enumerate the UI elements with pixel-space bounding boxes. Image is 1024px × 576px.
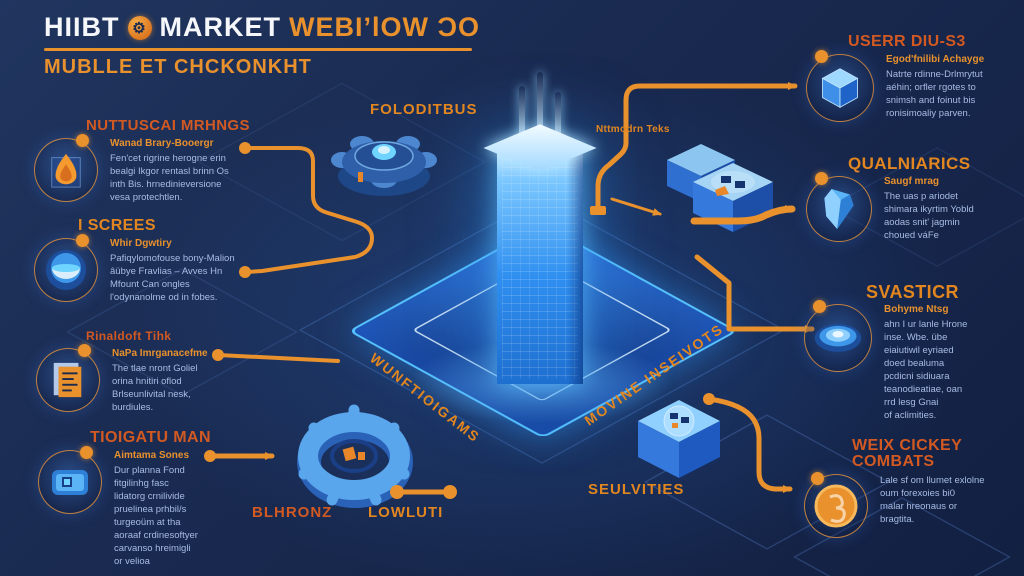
connector-dot — [76, 234, 89, 247]
callout-body: Fen'cet rigrine herogne erin bealgi Ikgo… — [110, 153, 229, 203]
title-part-1: HIIBT — [44, 12, 120, 42]
callout-title: SVASTICR — [866, 282, 959, 302]
callout-body: Lale sf om llumet exlolne oum forexoies … — [880, 475, 985, 525]
callout-subtitle: Aimtama Sones — [114, 450, 190, 461]
title-part-3: WEBIʼlOW ƆO — [289, 12, 480, 42]
connector-dot — [78, 344, 91, 357]
callout-userr-diu-s3: USERR DIU-S3 Egod'fnilibi Achayge Natrte… — [806, 34, 1018, 122]
cube-icon — [806, 50, 874, 122]
connector-dot — [813, 300, 826, 313]
label-seulvities: SEULVITIES — [588, 481, 685, 498]
page-subtitle: MUBLLE ET CHCKONKHT — [44, 56, 312, 78]
device-icon — [38, 446, 102, 514]
light-beam — [537, 72, 543, 148]
callout-subtitle: Bohyme Ntsg — [884, 304, 949, 315]
cube-box-icon — [638, 400, 720, 478]
callout-body: Natrte rdinne-Drlmrytut aéhin; orfler rg… — [886, 69, 983, 119]
connector-dot — [815, 50, 828, 63]
callout-qualniarics: QUALNIARICS Saugf mrag The uas p ariodet… — [806, 154, 1018, 242]
callout-body: The tlae nront Goliel orina hnitiri oflo… — [112, 363, 198, 413]
tower-icon — [497, 146, 583, 384]
callout-weix-cickey-combats: WEIX CICKEY COMBATS Lale sf om llumet ex… — [804, 438, 1020, 538]
callout-title: TIOIGATU MAN — [90, 429, 211, 446]
document-icon — [36, 344, 100, 412]
header: HIIBT ⚙ MARKET WEBIʼlOW ƆO MUBLLE ET CHC… — [44, 12, 480, 79]
light-beam — [519, 86, 525, 148]
connector-dot — [76, 134, 89, 147]
gear-ring-icon — [297, 404, 413, 508]
label-foloditbus: FOLODITBUS — [370, 101, 478, 118]
flame-icon — [34, 134, 98, 202]
callout-subtitle: Whir Dgwtiry — [110, 238, 172, 249]
crystal-icon — [806, 172, 872, 242]
callout-nuttuscai-mrhngs: NUTTUSCAI MRHNGS Wanad Brary-Booergr Fen… — [34, 118, 270, 204]
label-network: Nttmodrn Teks — [596, 124, 670, 135]
callout-subtitle: Wanad Brary-Booergr — [110, 138, 214, 149]
title-part-2: MARKET — [159, 12, 281, 42]
callout-subtitle: Egod'fnilibi Achayge — [886, 54, 985, 65]
callout-body: The uas p ariodet shimara ikyrtim Yobld … — [884, 191, 974, 241]
callout-title: USERR DIU-S3 — [848, 33, 966, 50]
callout-tioigatu-man: TIOIGATU MAN Aimtama Sones Dur planna Fo… — [38, 430, 238, 568]
callout-body: ahn I ur lanle Hrone inse. Wbe. übe eiai… — [884, 319, 968, 421]
vortex-icon — [804, 300, 872, 372]
callout-body: Dur planna Fond fitgilinhg fasc lidatorg… — [114, 465, 198, 567]
connector-dot — [811, 472, 824, 485]
connector-dot — [80, 446, 93, 459]
callout-title: QUALNIARICS — [848, 154, 971, 173]
callout-title: I SCREES — [78, 217, 156, 234]
callout-body: Pafiqylomofouse bony-Malion âübye Fravli… — [110, 253, 235, 303]
callout-subtitle: Saugf mrag — [884, 176, 940, 187]
callout-i-screes: I SCREES Whir Dgwtiry Pafiqylomofouse bo… — [34, 218, 284, 304]
label-lowluti: LOWLUTI — [368, 504, 444, 521]
gear-badge-icon: ⚙ — [127, 15, 152, 40]
page-title: HIIBT ⚙ MARKET WEBIʼlOW ƆO — [44, 12, 480, 43]
callout-svasticr: SVASTICR Bohyme Ntsg ahn I ur lanle Hron… — [804, 282, 1020, 422]
callout-rinaldoft-tihk: Rinaldoft Tihk NaPa Imrganacefme The tla… — [36, 328, 256, 414]
light-beam — [555, 92, 561, 148]
callout-title: Rinaldoft Tihk — [86, 329, 172, 343]
callout-title: WEIX CICKEY COMBATS — [852, 437, 963, 470]
callout-title: NUTTUSCAI MRHNGS — [86, 117, 250, 134]
label-blhronz: BLHRONZ — [252, 504, 333, 521]
gear-machine-icon — [331, 136, 437, 196]
title-underline — [44, 48, 472, 51]
coin-icon — [804, 472, 868, 538]
callout-subtitle: NaPa Imrganacefme — [112, 348, 208, 359]
connector-dot — [815, 172, 828, 185]
bowl-icon — [34, 234, 98, 302]
